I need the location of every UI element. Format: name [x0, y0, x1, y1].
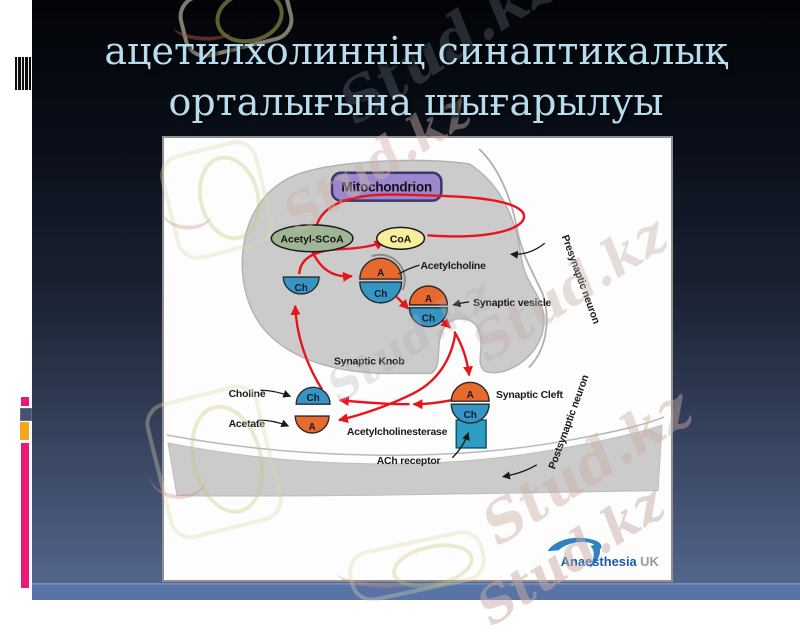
acetyl-scoa-ellipse: Acetyl-SCoA [270, 224, 354, 253]
ach-receptor-label: ACh receptor [377, 456, 441, 467]
choline-half [408, 307, 449, 328]
synaptic-vesicle-molecule: A Ch [408, 285, 449, 328]
pink-square-mark [21, 397, 29, 406]
postsynaptic-membrane-line [166, 416, 665, 456]
acetate-label: Acetate [229, 419, 266, 430]
acetyl-scoa-shape [270, 224, 354, 253]
slide-bottom-band [32, 583, 800, 600]
coa-ellipse: CoA [375, 226, 426, 250]
synaptic-knob-label: Synaptic Knob [334, 356, 404, 367]
choline-product: Ch [295, 386, 331, 405]
synaptic-vesicle-label: Synaptic vesicle [473, 298, 551, 309]
logo-swoosh-icon [547, 537, 602, 552]
acetylcholine-arc [371, 253, 406, 291]
acetyl-text: A [377, 268, 384, 279]
anaesthesia-uk-logo: Anaesthesia UK [547, 537, 660, 569]
acetyl-half [450, 381, 490, 402]
acetylcholine-molecule: A Ch [359, 253, 406, 304]
acetyl-text: A [467, 390, 474, 401]
choline-half [450, 403, 490, 424]
brand-name: Anaesthesia [561, 554, 638, 569]
presynaptic-neuron-label: Presynaptic neuron [559, 234, 601, 326]
choline-text: Ch [422, 314, 435, 325]
annotation-arrows [258, 242, 546, 480]
mitochondrion-label: Mitochondrion [341, 180, 432, 195]
choline-half [359, 281, 403, 304]
acetylcholinesterase-label: Acetylcholinesterase [347, 427, 448, 438]
acetyl-text: A [425, 294, 432, 305]
mitochondrion-box: Mitochondrion [330, 171, 443, 202]
coa-shape [375, 226, 426, 250]
postsynaptic-cell-shape [167, 424, 663, 497]
synaptic-cleft-label: Synaptic Cleft [496, 390, 563, 401]
choline-unit-text: Ch [295, 283, 308, 294]
choline-unit-knob: Ch [282, 276, 320, 295]
logo-swoosh-tail-icon [589, 543, 601, 569]
acetate-text: A [309, 422, 316, 433]
choline-dome [295, 386, 331, 405]
coa-label: CoA [390, 234, 412, 245]
acetyl-scoa-label: Acetyl-SCoA [281, 234, 345, 245]
slide-title-line1: ацетилхолиннің синаптикалық [104, 29, 728, 73]
presynaptic-membrane-line [478, 148, 548, 369]
magenta-bar-mark [21, 443, 29, 588]
choline-text: Ch [374, 289, 387, 300]
ach-receptor-shape [455, 419, 487, 449]
left-margin-strip [0, 0, 32, 600]
barcode-icon [15, 57, 31, 90]
slate-square-mark [20, 408, 32, 421]
synapse-diagram: Mitochondrion Acetyl-SCoA CoA Ch [166, 148, 665, 569]
brand-suffix: UK [640, 554, 659, 569]
receptor-complex: A Ch [450, 381, 490, 449]
diagram-panel: Mitochondrion Acetyl-SCoA CoA Ch [162, 136, 673, 582]
acetylcholine-label: Acetylcholine [420, 261, 486, 272]
slide-title-line2: орталығына шығарылуы [168, 80, 664, 124]
choline-text: Ch [464, 410, 477, 421]
choline-label: Choline [229, 389, 266, 400]
orange-square-mark [20, 422, 29, 440]
choline-unit-shape [282, 276, 320, 295]
red-pathway-arrows [290, 193, 526, 424]
choline-text: Ch [306, 393, 319, 404]
acetyl-half [359, 257, 403, 280]
acetate-dome [294, 415, 330, 434]
acetyl-half [408, 285, 449, 306]
acetate-product: A [294, 415, 330, 434]
slide-title: ацетилхолиннің синаптикалық орталығына ш… [32, 26, 800, 128]
mitochondrion-rect [330, 171, 443, 202]
